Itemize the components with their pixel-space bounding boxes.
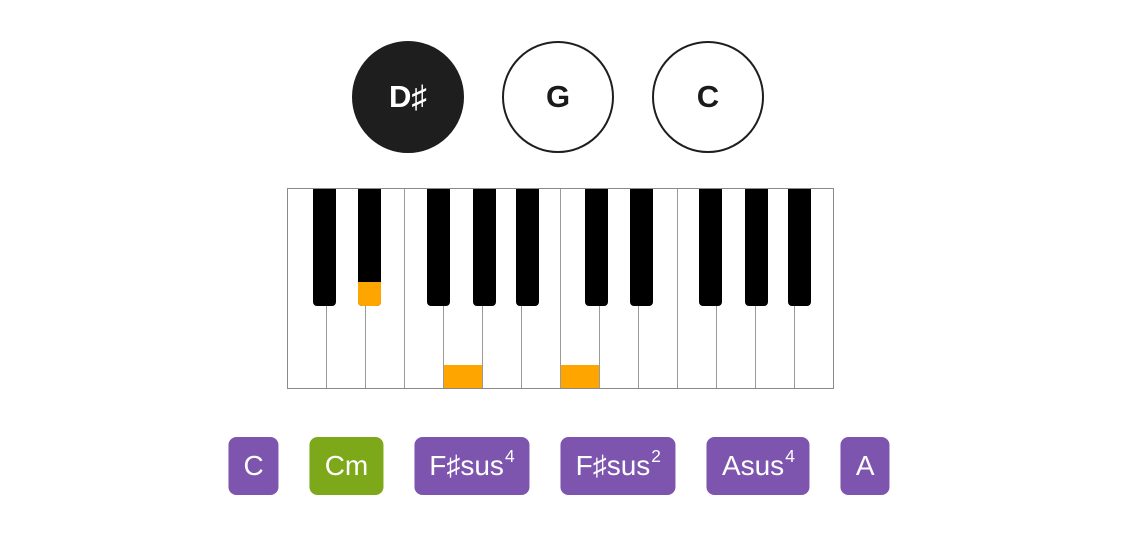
chord-button-label: Asus (721, 450, 785, 481)
chord-button-c[interactable]: C (228, 437, 279, 495)
chord-button-superscript: 2 (651, 445, 661, 466)
chord-button-label: C (243, 450, 264, 481)
note-circle-c: C (652, 41, 764, 153)
black-key-Ds0 (357, 189, 381, 306)
black-key-As1 (788, 189, 812, 306)
chord-button-label: A (855, 450, 875, 481)
note-circle-d-sharp: D♯ (352, 41, 464, 153)
black-key-Gs0 (472, 189, 496, 306)
chord-button-superscript: 4 (785, 445, 795, 466)
piano-keyboard (287, 188, 834, 389)
note-circle-label: D♯ (389, 79, 427, 114)
note-circle-label: C (696, 79, 720, 114)
chord-button-label: F♯sus (575, 450, 651, 481)
black-key-As0 (515, 189, 539, 306)
black-key-Cs1 (585, 189, 609, 306)
chord-button-label: F♯sus (429, 450, 504, 481)
pressed-key-highlight (444, 365, 482, 388)
pressed-key-highlight (561, 365, 599, 388)
chord-button-superscript: 4 (504, 445, 515, 466)
black-key-Gs1 (745, 189, 769, 306)
note-circle-g: G (502, 41, 614, 153)
black-key-Ds1 (630, 189, 654, 306)
note-circle-label: G (545, 79, 571, 114)
black-key-Fs0 (426, 189, 450, 306)
chord-button-cm[interactable]: Cm (309, 437, 384, 495)
pressed-key-highlight (357, 282, 381, 306)
chord-button-a[interactable]: A (840, 437, 890, 495)
note-circles: D♯ G C (352, 41, 764, 153)
black-key-Cs0 (312, 189, 336, 306)
chord-button-label: Cm (324, 450, 369, 481)
black-key-Fs1 (699, 189, 723, 306)
